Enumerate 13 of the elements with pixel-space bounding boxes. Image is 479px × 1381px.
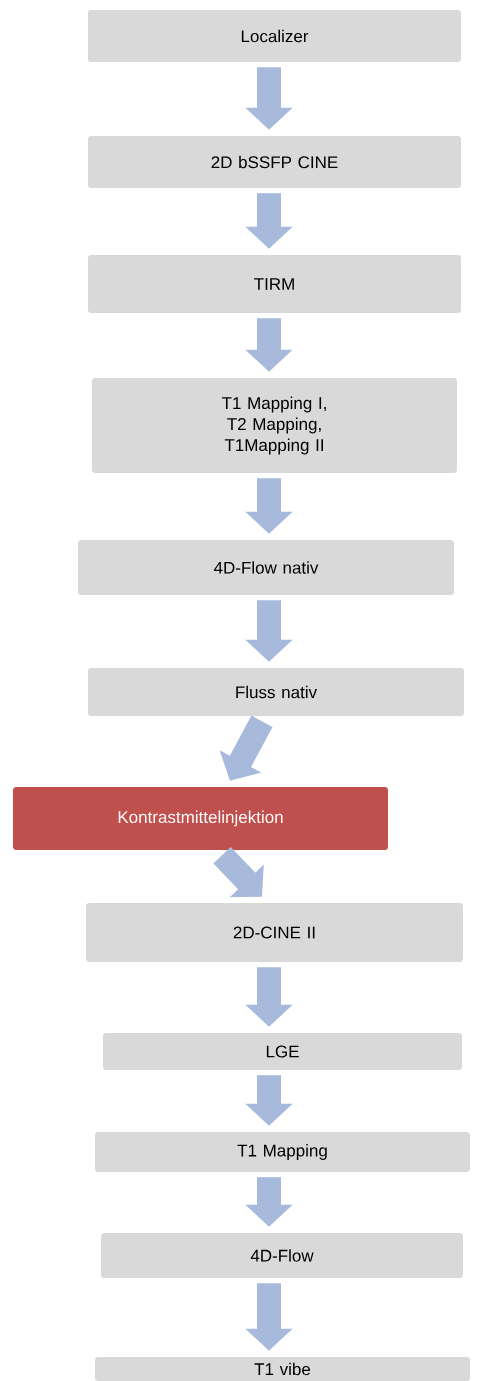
process-box: 4D-Flow	[101, 1233, 463, 1278]
process-box: 4D-Flow nativ	[78, 540, 454, 595]
process-box: Localizer	[88, 10, 461, 62]
process-box: TIRM	[88, 255, 461, 313]
process-box: T1 Mapping	[95, 1132, 470, 1172]
process-box: T1 vibe	[95, 1357, 470, 1381]
injection-box: Kontrastmittelinjektion	[13, 787, 388, 850]
process-box: T1 Mapping I, T2 Mapping, T1Mapping II	[92, 378, 457, 473]
process-box: Fluss nativ	[88, 668, 464, 716]
process-box: 2D bSSFP CINE	[88, 136, 461, 188]
process-box: LGE	[103, 1033, 462, 1070]
process-box: 2D-CINE II	[86, 903, 463, 962]
block-arrow	[213, 846, 264, 898]
